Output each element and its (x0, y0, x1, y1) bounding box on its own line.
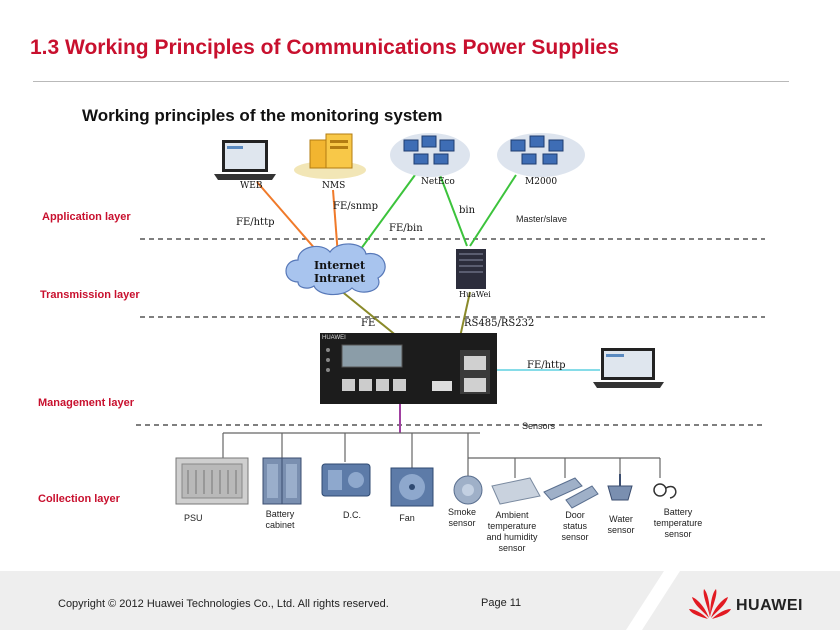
device-label-battery-cabinet: Battery cabinet (265, 509, 295, 530)
controller-brand: HUAWEI (322, 335, 346, 341)
nms-server-icon (294, 133, 366, 179)
water-sensor-icon (607, 474, 633, 501)
link-server-controller (459, 291, 471, 338)
m2000-cluster-icon (497, 133, 585, 177)
link-label-fe-bin: FE/bin (389, 223, 423, 234)
huawei-logo-icon (689, 589, 731, 619)
device-label-ambient: Ambient temperature and humidity sensor (486, 510, 538, 553)
link-label-master-slave: Master/slave (516, 214, 568, 224)
footer-bar (0, 571, 840, 630)
node-label-m2000: M2000 (525, 177, 558, 187)
neteco-cluster-icon (390, 133, 470, 177)
slide-subtitle: Working principles of the monitoring sys… (82, 106, 443, 125)
huawei-server-icon (456, 249, 486, 289)
slide-title: 1.3 Working Principles of Communications… (30, 36, 619, 59)
dc-icon (321, 463, 371, 497)
link-m2000-server (469, 174, 517, 247)
smoke-sensor-icon (453, 475, 483, 505)
node-label-nms: NMS (322, 181, 346, 191)
ambient-sensor-icon (491, 477, 541, 505)
footer-brand: HUAWEI (736, 597, 803, 614)
node-label-neteco: NetEco (421, 177, 455, 187)
link-neteco-cloud (354, 174, 416, 258)
node-label-web: WEB (240, 181, 263, 191)
link-label-sensors: Sensors (522, 421, 556, 431)
cloud-label-line2: Intranet (314, 272, 366, 285)
psu-icon (175, 457, 249, 505)
link-neteco-server (439, 174, 468, 247)
link-web-cloud (256, 181, 324, 259)
device-label-water: Water sensor (607, 514, 635, 535)
layer-label-transmission: Transmission layer (40, 289, 140, 301)
controller-unit-icon (320, 333, 497, 404)
layer-label-application: Application layer (42, 211, 131, 223)
device-label-battery-temp: Battery temperature sensor (653, 507, 703, 539)
link-label-rs485: RS485/RS232 (464, 318, 535, 329)
link-label-fe-http-right: FE/http (527, 360, 566, 371)
laptop-fe-icon (593, 348, 664, 388)
battery-cabinet-icon (262, 457, 302, 505)
link-label-fe-snmp: FE/snmp (333, 201, 379, 212)
device-label-psu: PSU (184, 513, 203, 523)
fan-icon (390, 467, 434, 507)
device-label-smoke: Smoke sensor (447, 507, 476, 528)
laptop-web-icon (214, 140, 276, 180)
link-label-fe: FE (361, 318, 376, 329)
cloud-label-line1: Internet (314, 259, 366, 272)
device-label-dc: D.C. (343, 510, 361, 520)
layer-label-management: Management layer (38, 397, 134, 409)
battery-temp-sensor-icon (653, 483, 677, 499)
device-label-door: Door status sensor (561, 510, 589, 542)
footer-page-number: Page 11 (481, 597, 522, 609)
internet-cloud-icon (285, 243, 386, 296)
layer-label-collection: Collection layer (38, 493, 120, 505)
device-label-fan: Fan (399, 513, 415, 523)
sensor-bus (222, 432, 661, 478)
link-label-bin: bin (459, 205, 476, 216)
title-divider (33, 81, 789, 82)
footer-copyright: Copyright © 2012 Huawei Technologies Co.… (58, 598, 389, 610)
link-nms-cloud (332, 189, 339, 257)
footer-divider-shape (626, 571, 680, 630)
link-label-fe-http-top: FE/http (236, 217, 275, 228)
node-label-server: HuaWei (459, 290, 491, 299)
link-cloud-controller (339, 289, 399, 338)
monitoring-diagram (136, 133, 765, 509)
door-sensor-icon (543, 477, 599, 509)
